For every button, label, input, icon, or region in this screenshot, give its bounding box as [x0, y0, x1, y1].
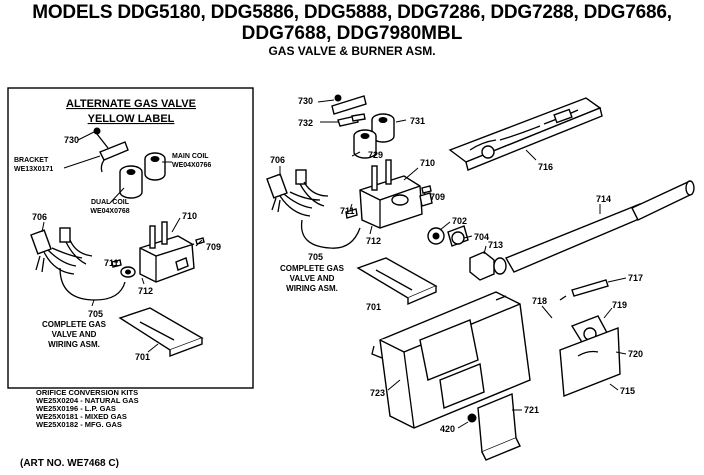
leader-lines: [41, 99, 627, 429]
valve-bracket-701: [356, 257, 438, 306]
base-frame-723: [371, 291, 531, 429]
art-number: (ART NO. WE7468 C): [20, 458, 119, 469]
part-label: 705: [88, 309, 103, 319]
part-label: 721: [524, 405, 539, 415]
part-label: 706: [270, 155, 285, 165]
main-complete-line-3: WIRING ASM.: [286, 284, 338, 293]
part-label: 701: [135, 352, 150, 362]
part-label: 720: [628, 349, 643, 359]
part-label: 711: [104, 258, 119, 268]
part-label: 712: [366, 236, 381, 246]
inset-brace-line: [59, 267, 126, 301]
part-label: 706: [32, 212, 47, 222]
part-label: 711: [340, 206, 355, 216]
part-label: 717: [628, 273, 643, 283]
inset-bracket-assembly: [93, 127, 129, 173]
part-label: 732: [298, 118, 313, 128]
part-label: 710: [182, 211, 197, 221]
screw-420: [467, 413, 477, 423]
orifice-kit-item: WE25X0181 - MIXED GAS: [36, 412, 127, 421]
inset-gas-valve: [111, 221, 205, 283]
alternate-valve-inset-frame: [7, 87, 254, 389]
igniter-bracket-717-718: [559, 279, 609, 301]
part-label: 713: [488, 240, 503, 250]
models-title-line-2: DDG7688, DDG7980MBL: [241, 23, 463, 44]
part-label: 716: [538, 162, 553, 172]
inset-complete-line-1: COMPLETE GAS: [42, 320, 107, 329]
models-title-line-1: MODELS DDG5180, DDG5886, DDG5888, DDG728…: [32, 2, 672, 23]
inset-dual-coil: [119, 165, 143, 199]
part-label: 420: [440, 424, 455, 434]
inset-bracket-label: BRACKET: [14, 157, 49, 164]
inset-wiring-harness: [30, 227, 93, 275]
inset-dual-coil-label: DUAL COIL: [91, 199, 130, 206]
part-label: 710: [420, 158, 435, 168]
coil-731: [371, 113, 395, 143]
inset-dual-coil-part: WE04X0768: [90, 208, 129, 215]
part-label: 718: [532, 296, 547, 306]
orifice-kits-list: ORIFICE CONVERSION KITS WE25X0204 - NATU…: [36, 389, 139, 429]
inset-complete-line-2: VALVE AND: [52, 330, 97, 339]
part-number-labels: 730 706 710 709 711 712 705 701 730 732 …: [32, 96, 643, 434]
inset-bracket-part: WE13X0171: [14, 166, 53, 173]
inset-complete-line-3: WIRING ASM.: [48, 340, 100, 349]
part-label: 715: [620, 386, 635, 396]
igniter-719-720: [559, 315, 621, 397]
orifice-kit-item: WE25X0204 - NATURAL GAS: [36, 396, 139, 405]
main-brace-line: [300, 219, 361, 249]
clip-732: [337, 113, 366, 127]
inset-title-line-1: ALTERNATE GAS VALVE: [66, 98, 196, 110]
elbow-713: [469, 251, 507, 281]
inset-mounting-bracket: [118, 307, 204, 358]
part-label: 730: [64, 135, 79, 145]
part-label: 729: [368, 150, 383, 160]
inset-main-coil: [144, 152, 166, 181]
burner-716: [448, 97, 603, 171]
part-label: 701: [366, 302, 381, 312]
wiring-harness-706: [266, 169, 329, 217]
part-label: 723: [370, 388, 385, 398]
part-label: 714: [596, 194, 611, 204]
main-complete-line-1: COMPLETE GAS: [280, 264, 345, 273]
part-label: 704: [474, 232, 489, 242]
orifice-kits-heading: ORIFICE CONVERSION KITS: [36, 388, 139, 397]
orifice-702-704: [427, 225, 469, 247]
assembly-subtitle: GAS VALVE & BURNER ASM.: [268, 44, 436, 58]
part-label: 709: [206, 242, 221, 252]
main-complete-line-2: VALVE AND: [290, 274, 335, 283]
gas-valve-710: [345, 159, 433, 229]
bracket-730: [331, 94, 367, 115]
part-label: 730: [298, 96, 313, 106]
part-label: 719: [612, 300, 627, 310]
part-label: 702: [452, 216, 467, 226]
burner-tube-714: [504, 180, 695, 273]
shield-721: [477, 392, 521, 461]
inset-main-coil-part: WE04X0766: [172, 162, 211, 169]
orifice-kit-item: WE25X0196 - L.P. GAS: [36, 404, 116, 413]
inset-main-coil-label: MAIN COIL: [172, 153, 209, 160]
orifice-kit-item: WE25X0182 - MFG. GAS: [36, 420, 122, 429]
part-label: 705: [308, 252, 323, 262]
part-label: 712: [138, 286, 153, 296]
part-label: 709: [430, 192, 445, 202]
part-label: 731: [410, 116, 425, 126]
inset-title-line-2: YELLOW LABEL: [88, 113, 175, 125]
